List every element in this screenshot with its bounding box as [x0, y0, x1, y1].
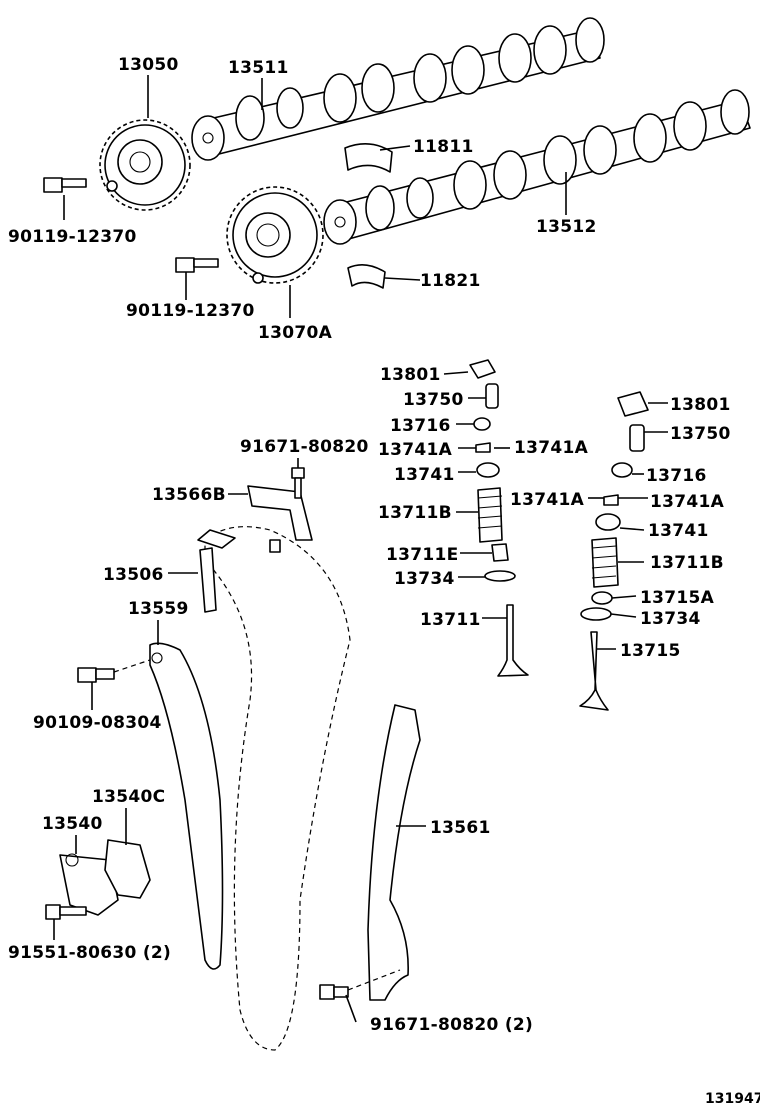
- label-13741a-left-2: 13741A: [514, 438, 589, 458]
- bolt-90119-b: [175, 257, 219, 273]
- timing-chain-13506: [197, 526, 351, 1051]
- label-13715a: 13715A: [640, 588, 715, 608]
- label-90109: 90109-08304: [33, 713, 162, 733]
- leader-lines: [53, 75, 668, 1023]
- label-90119-lower: 90119-12370: [126, 301, 255, 321]
- label-13711e: 13711E: [386, 545, 459, 565]
- chain-guide-13566b: [247, 485, 313, 541]
- label-13566b: 13566B: [152, 485, 226, 505]
- label-13512: 13512: [536, 217, 597, 237]
- chain-guide-13561: [367, 704, 421, 1001]
- label-13741a-right-1: 13741A: [510, 490, 585, 510]
- bearing-11811: [344, 143, 393, 173]
- label-13559: 13559: [128, 599, 189, 619]
- tensioner-arm-13559: [149, 642, 224, 970]
- label-13561: 13561: [430, 818, 491, 838]
- label-13711: 13711: [420, 610, 481, 630]
- chain-tensioner-13540: [59, 854, 119, 916]
- label-13715: 13715: [620, 641, 681, 661]
- valve-train-left: [469, 359, 529, 677]
- label-13734-right: 13734: [640, 609, 701, 629]
- label-13540: 13540: [42, 814, 103, 834]
- label-13741a-left-1: 13741A: [378, 440, 453, 460]
- label-13711b-left: 13711B: [378, 503, 452, 523]
- cam-timing-gear-13050: [99, 119, 191, 211]
- label-13741-left: 13741: [394, 465, 455, 485]
- bolt-91551: [45, 904, 87, 920]
- label-13741-right: 13741: [648, 521, 709, 541]
- bolt-90119-a: [43, 177, 87, 193]
- label-13711b-right: 13711B: [650, 553, 724, 573]
- gasket-13540c: [104, 839, 151, 899]
- label-11811: 11811: [413, 137, 474, 157]
- label-13506: 13506: [103, 565, 164, 585]
- bolt-91671-b: [319, 969, 401, 1000]
- label-13801-right: 13801: [670, 395, 731, 415]
- label-91671-upper: 91671-80820: [240, 437, 369, 457]
- bearing-11821: [347, 264, 386, 289]
- label-13070a: 13070A: [258, 323, 333, 343]
- valve-train-right: [579, 391, 649, 711]
- diagram-number: 131947: [705, 1091, 760, 1107]
- label-91551: 91551-80630 (2): [8, 943, 171, 963]
- label-13511: 13511: [228, 58, 289, 78]
- label-13716-left: 13716: [390, 416, 451, 436]
- cam-timing-gear-13070a: [226, 186, 324, 284]
- label-13050: 13050: [118, 55, 179, 75]
- label-13750-right: 13750: [670, 424, 731, 444]
- camshaft-13511: [191, 17, 605, 161]
- label-13801-left: 13801: [380, 365, 441, 385]
- label-91671-lower: 91671-80820 (2): [370, 1015, 533, 1035]
- camshaft-13512: [323, 89, 751, 245]
- label-13540c: 13540C: [92, 787, 165, 807]
- label-11821: 11821: [420, 271, 481, 291]
- bolt-90109: [77, 659, 151, 683]
- label-13716-right: 13716: [646, 466, 707, 486]
- label-13750-left: 13750: [403, 390, 464, 410]
- label-13741a-right-2: 13741A: [650, 492, 725, 512]
- label-13734-left: 13734: [394, 569, 455, 589]
- label-90119-upper: 90119-12370: [8, 227, 137, 247]
